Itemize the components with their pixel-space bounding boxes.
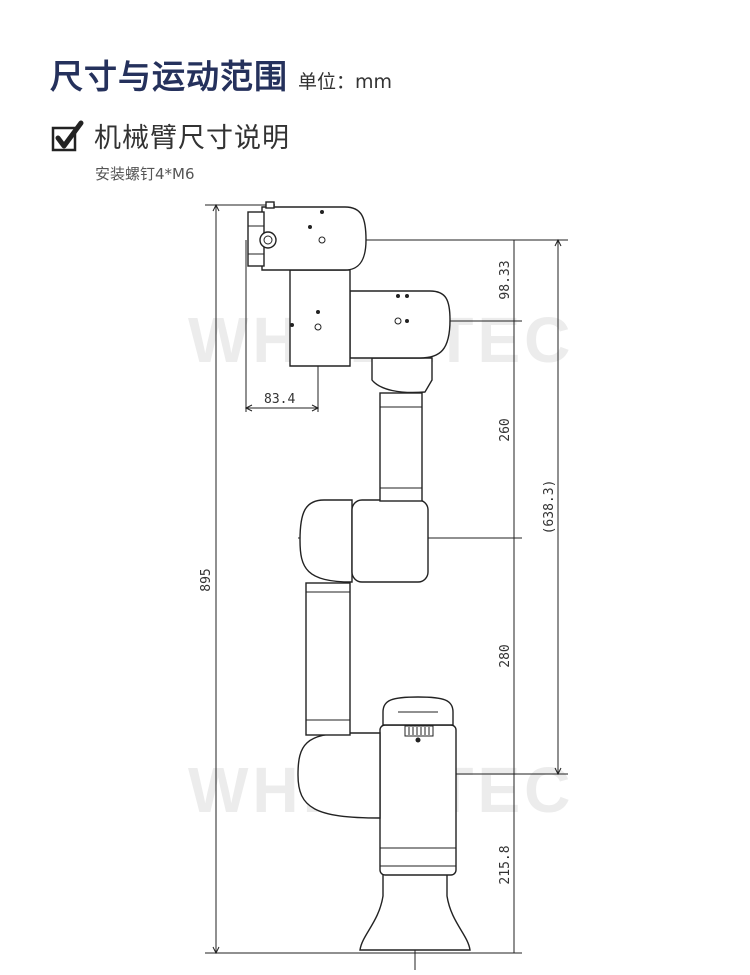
dim-segment-1: 98.33 bbox=[498, 260, 513, 299]
dim-segment-2: 260 bbox=[498, 418, 513, 441]
dim-segment-4: 215.8 bbox=[498, 845, 513, 884]
unit-label: 单位：mm bbox=[298, 71, 393, 93]
elbow-joint bbox=[299, 499, 429, 583]
section-title: 机械臂尺寸说明 bbox=[94, 123, 290, 154]
checkmark-box-icon bbox=[51, 120, 84, 151]
wrist-2 bbox=[289, 269, 451, 367]
upper-link bbox=[371, 357, 433, 502]
dim-segment-3: 280 bbox=[498, 644, 513, 667]
page-title: 尺寸与运动范围 bbox=[50, 57, 288, 96]
lower-link bbox=[297, 582, 381, 819]
page-header: 尺寸与运动范围 单位：mm bbox=[50, 50, 392, 98]
section-header: 机械臂尺寸说明 bbox=[50, 116, 290, 155]
dim-total-height: 895 bbox=[199, 568, 214, 591]
dim-reach: (638.3) bbox=[542, 480, 557, 535]
dimension-lines bbox=[212, 203, 562, 955]
dim-horizontal-offset: 83.4 bbox=[264, 392, 295, 407]
mounting-note: 安装螺钉4*M6 bbox=[95, 165, 195, 183]
arm-base bbox=[359, 696, 471, 951]
wrist-3 bbox=[247, 201, 367, 271]
